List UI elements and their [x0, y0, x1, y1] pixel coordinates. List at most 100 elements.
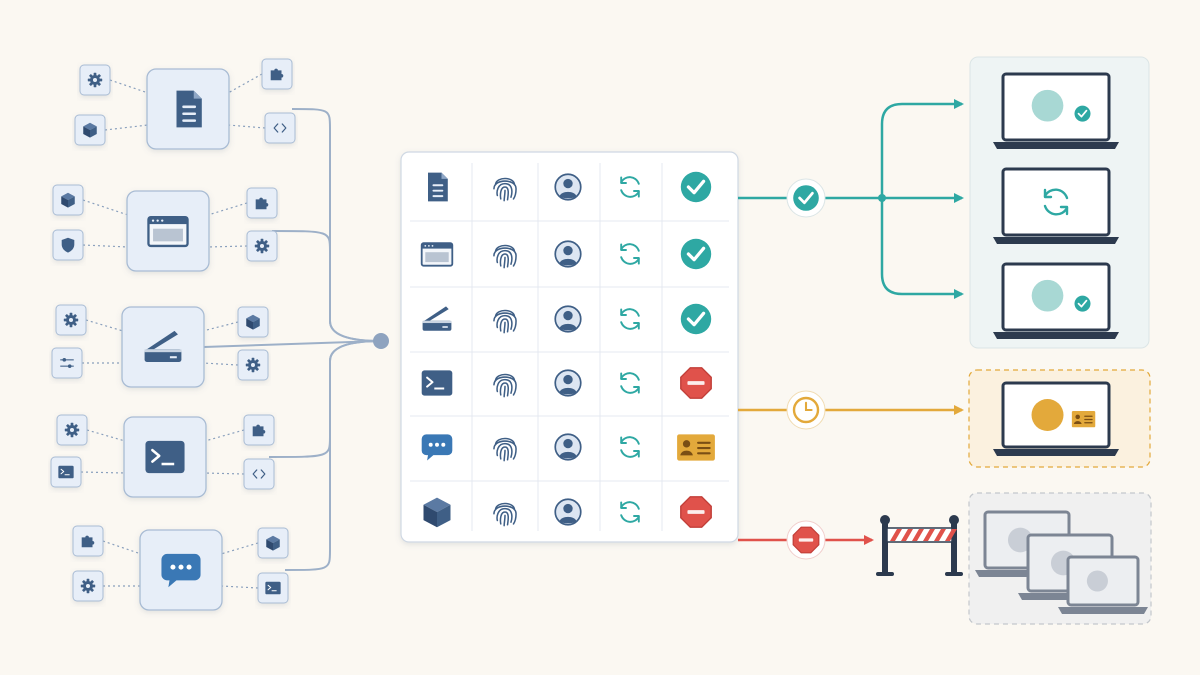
user-icon	[554, 498, 582, 526]
source-connector	[271, 230, 382, 342]
plugin-link	[109, 79, 149, 94]
puzzle-icon	[81, 535, 95, 548]
laptop-icon	[993, 381, 1119, 456]
plugin-tile	[50, 456, 82, 488]
puzzle-icon	[252, 424, 266, 437]
document-icon	[176, 90, 202, 128]
stop-icon	[680, 367, 712, 399]
plugin-tile	[243, 458, 275, 490]
user-icon	[554, 369, 582, 397]
plugin-link	[207, 245, 248, 248]
terminal-icon	[58, 465, 74, 479]
plugin-link	[227, 73, 263, 94]
verification-matrix	[400, 151, 739, 543]
plugin-tile	[246, 230, 278, 262]
plugin-tile	[79, 64, 111, 96]
cube-icon	[423, 497, 451, 528]
fingerprint-icon	[493, 373, 517, 398]
plugin-tile	[51, 347, 83, 379]
source-tile	[126, 190, 210, 272]
puzzle-icon	[270, 68, 284, 81]
source-terminal	[50, 414, 275, 498]
chat-bubble-icon	[161, 553, 201, 588]
laptop-icon	[1058, 555, 1148, 614]
fingerprint-icon	[493, 437, 517, 462]
plugin-link	[80, 471, 126, 474]
cube-icon	[246, 314, 260, 330]
plugin-link	[202, 321, 239, 332]
source-column	[50, 58, 296, 611]
fingerprint-icon	[493, 244, 517, 269]
plugin-tile	[72, 570, 104, 602]
user-icon	[554, 433, 582, 461]
matrix-row	[420, 238, 712, 270]
refresh-icon	[620, 176, 640, 198]
plugin-tile	[257, 572, 289, 604]
chat-bubble-icon	[421, 434, 453, 461]
plugin-tile	[257, 527, 289, 559]
plugin-link	[204, 429, 245, 442]
plugin-tile	[74, 114, 106, 146]
refresh-icon	[620, 372, 640, 394]
gear-icon	[87, 72, 103, 88]
source-tile	[146, 68, 230, 150]
browser-window-icon	[147, 216, 189, 248]
terminal-icon	[265, 581, 281, 595]
matrix-row	[428, 171, 712, 203]
plugin-tile	[237, 349, 269, 381]
stop-icon	[680, 496, 712, 528]
plugin-link	[227, 124, 266, 129]
plugin-link	[207, 202, 248, 216]
plugin-link	[86, 429, 126, 442]
fingerprint-icon	[493, 177, 517, 202]
fingerprint-icon	[493, 309, 517, 334]
plugin-tile	[52, 229, 84, 261]
plugin-tile	[56, 414, 88, 446]
matrix-row	[422, 303, 712, 335]
clock-icon	[792, 396, 820, 424]
refresh-icon	[620, 308, 640, 330]
terminal-icon	[145, 440, 185, 474]
gear-icon	[245, 357, 261, 373]
plugin-link	[204, 472, 245, 475]
plugin-link	[104, 124, 149, 131]
barrier-icon	[876, 515, 963, 576]
plugin-link	[220, 585, 259, 589]
id-card-icon	[677, 434, 715, 461]
check-icon	[680, 303, 712, 335]
refresh-icon	[620, 501, 640, 523]
code-icon	[273, 123, 287, 133]
browser-window-icon	[420, 242, 454, 267]
merge-node	[373, 333, 389, 349]
user-icon	[554, 173, 582, 201]
id-card-icon	[1071, 411, 1096, 428]
plugin-link	[82, 199, 129, 216]
plugin-link	[82, 244, 129, 248]
source-connector	[284, 340, 382, 571]
plugin-tile	[246, 187, 278, 219]
code-icon	[252, 469, 266, 479]
branch-node	[878, 194, 886, 202]
gear-icon	[254, 238, 270, 254]
shield-icon	[61, 237, 75, 253]
plugin-tile	[72, 525, 104, 557]
puzzle-icon	[255, 197, 269, 210]
approved-arrow-1	[880, 99, 964, 198]
plugin-tile	[237, 306, 269, 338]
source-connector	[203, 340, 382, 348]
plugin-tile	[264, 112, 296, 144]
refresh-icon	[620, 436, 640, 458]
source-tile	[121, 306, 205, 388]
document-icon	[428, 172, 448, 202]
sliders-icon	[60, 358, 74, 368]
source-tile	[123, 416, 207, 498]
matrix-card	[400, 151, 739, 543]
plugin-tile	[243, 414, 275, 446]
cube-icon	[266, 535, 280, 551]
stop-icon	[792, 526, 820, 554]
cube-icon	[61, 192, 75, 208]
gear-icon	[63, 312, 79, 328]
scanner-icon	[422, 306, 452, 331]
refresh-icon	[1043, 188, 1069, 216]
